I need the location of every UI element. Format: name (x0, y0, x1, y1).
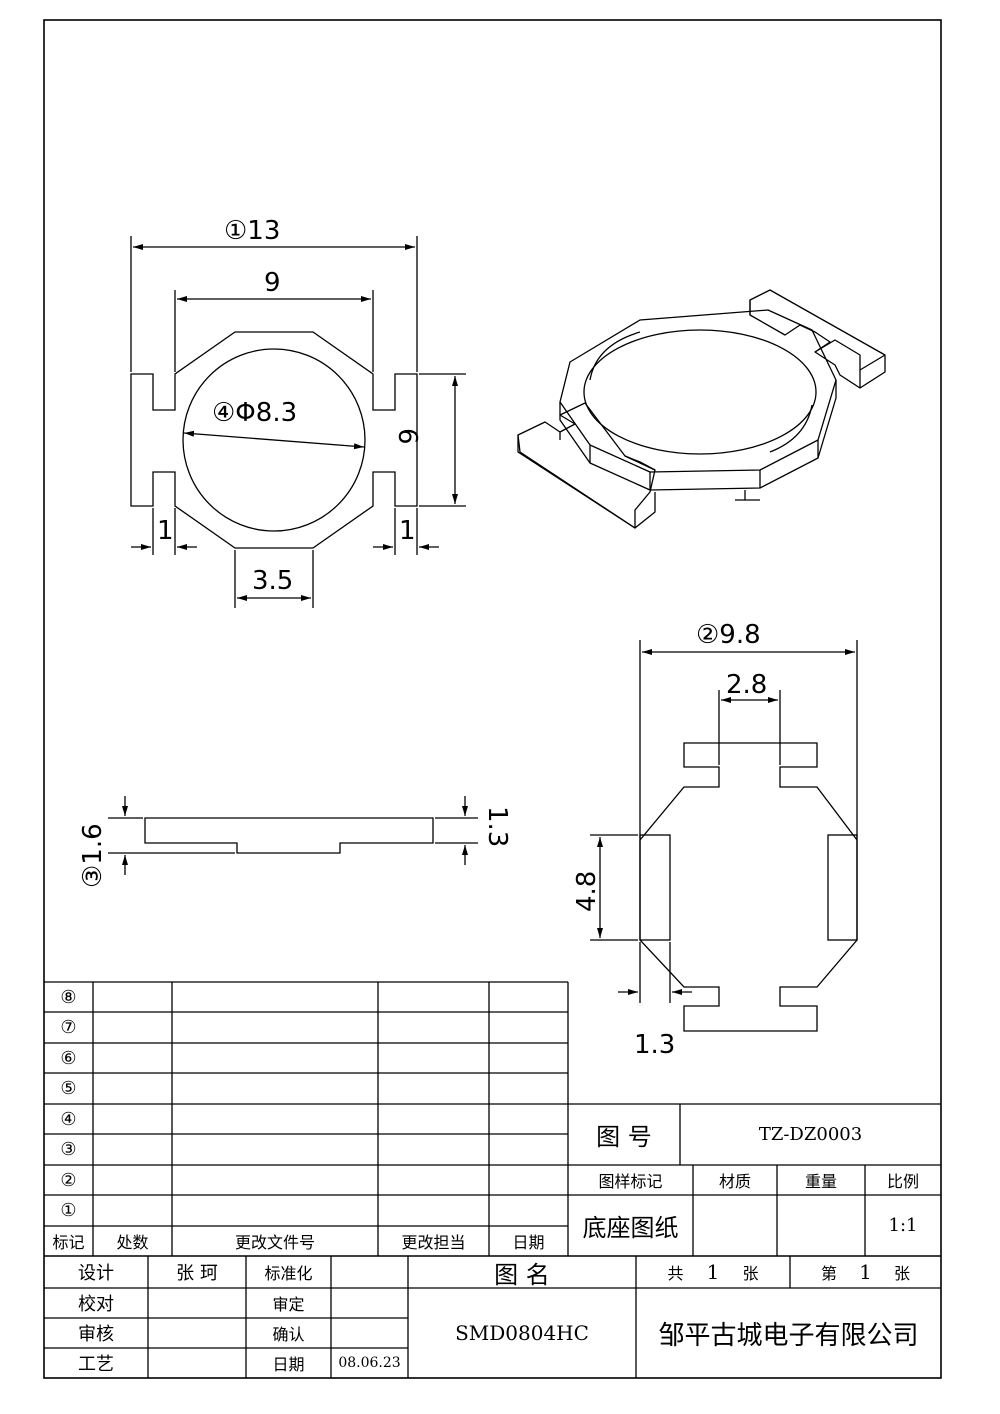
revision-mark: ② (60, 1169, 77, 1191)
dim-bottom-flat: 3.5 (252, 566, 294, 596)
check-label: 校对 (78, 1294, 114, 1315)
side-view (108, 796, 478, 875)
dim-total-height: ③1.6 (78, 823, 108, 888)
designer-name: 张 珂 (176, 1263, 218, 1284)
revision-mark: ⑥ (60, 1047, 77, 1069)
weight-label: 重量 (804, 1172, 837, 1191)
revision-mark: ⑤ (60, 1078, 77, 1099)
dim-left-slot: 1 (157, 516, 174, 546)
revision-table-grid (44, 981, 569, 1256)
drawing-no-label: 图 号 (596, 1123, 652, 1151)
dim-overall-width: ①13 (224, 216, 281, 246)
sheet-total: 共 1 张 (636, 1256, 790, 1288)
scale-label: 比例 (886, 1172, 919, 1191)
revision-header-mark: 标记 (52, 1233, 85, 1252)
scale-value: 1:1 (888, 1215, 918, 1236)
dim-bottom-overall-width: ②9.8 (696, 620, 761, 650)
revision-mark: ⑧ (60, 986, 77, 1008)
revision-mark: ③ (60, 1139, 77, 1160)
dim-height: 6 (392, 428, 422, 445)
standard-label: 标准化 (264, 1264, 313, 1283)
top-view (130, 236, 466, 608)
dim-bore-diameter: ④Φ8.3 (212, 398, 298, 428)
sheet-unit: 张 (742, 1264, 759, 1283)
drawing-name-label: 图 名 (494, 1260, 550, 1289)
dim-inner-width: 9 (264, 268, 281, 298)
dim-pad-length: 4.8 (572, 870, 602, 912)
revision-header-owner: 更改担当 (401, 1233, 466, 1252)
revision-header-count: 处数 (116, 1233, 149, 1252)
dim-pad-width: 1.3 (634, 1030, 676, 1060)
sheet-border (43, 19, 942, 1379)
approve-label: 审定 (272, 1295, 305, 1314)
revision-mark: ⑦ (60, 1017, 77, 1038)
sheet-unit: 张 (893, 1264, 910, 1283)
design-label: 设计 (78, 1263, 114, 1284)
drawing-name: SMD0804HC (455, 1321, 589, 1345)
review-label: 审核 (78, 1324, 114, 1345)
company-name: 邹平古城电子有限公司 (658, 1320, 919, 1351)
revision-mark: ① (60, 1200, 77, 1221)
total-count: 1 (706, 1260, 720, 1284)
sheet-label: 第 (821, 1264, 838, 1283)
process-label: 工艺 (78, 1354, 114, 1375)
revision-header-file-no: 更改文件号 (234, 1233, 315, 1252)
confirm-label: 确认 (272, 1325, 305, 1344)
dim-right-slot: 1 (399, 516, 416, 546)
drawing-no: TZ-DZ0003 (758, 1124, 863, 1145)
revision-mark: ④ (60, 1108, 77, 1130)
sheet-no: 1 (859, 1260, 872, 1284)
material-label: 材质 (718, 1172, 751, 1191)
drawing-type: 底座图纸 (582, 1214, 679, 1242)
dim-body-height: 1.3 (482, 806, 512, 848)
total-label: 共 (667, 1264, 684, 1283)
sheet-number: 第 1 张 (790, 1256, 941, 1288)
revision-header-date: 日期 (512, 1233, 545, 1252)
bottom-view (590, 640, 858, 1032)
date-label: 日期 (272, 1355, 305, 1374)
title-block-grid (44, 1103, 941, 1378)
dim-slot-width: 2.8 (726, 670, 768, 700)
isometric-view (517, 289, 886, 529)
sample-mark-label: 图样标记 (598, 1172, 663, 1191)
date-value: 08.06.23 (338, 1355, 401, 1371)
